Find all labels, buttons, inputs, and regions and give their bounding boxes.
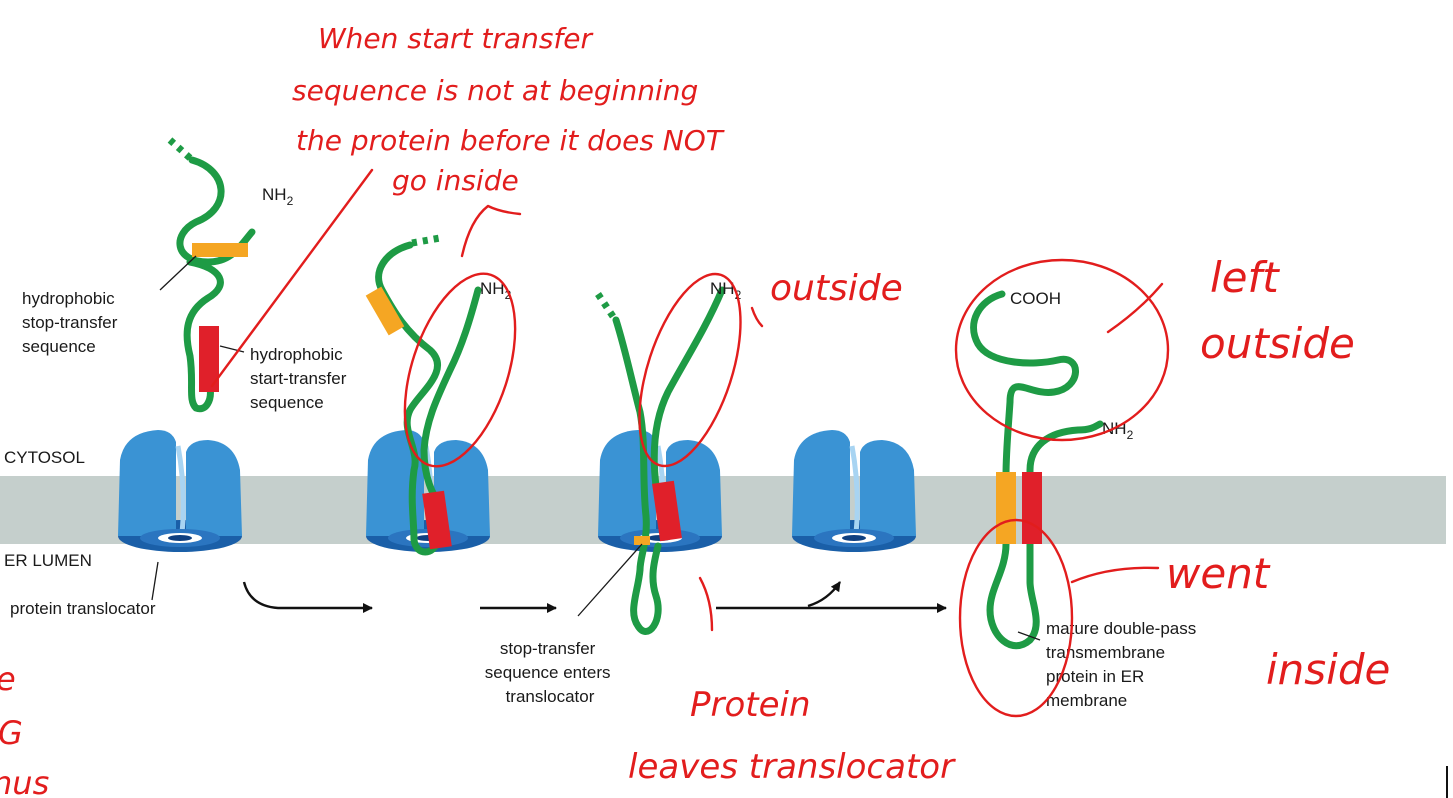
handwritten-left-outside: left outside <box>1200 253 1355 368</box>
translocator-pointer <box>151 561 159 601</box>
annotation-circle-stage-3 <box>638 272 742 468</box>
protein-stage-5-mature <box>970 290 1104 650</box>
protein-stage-2 <box>365 234 482 556</box>
protein-translocator-label: protein translocator <box>10 599 156 618</box>
start-transfer-segment <box>1022 472 1042 544</box>
stop-transfer-pointer <box>159 255 197 291</box>
cooh-label: COOH <box>1010 289 1061 308</box>
handwritten-margin-fragments: e G nus <box>0 660 49 798</box>
stop-transfer-label: hydrophobic stop-transfer sequence <box>22 289 122 356</box>
stop-transfer-enters-label: stop-transfer sequence enters translocat… <box>485 639 615 706</box>
stop-transfer-segment <box>192 243 248 257</box>
stop-transfer-segment <box>634 536 650 545</box>
handwritten-top-note: When start transfer sequence is not at b… <box>292 22 732 197</box>
annotation-circle-stage-2 <box>403 272 517 468</box>
annotation-connector-outside <box>1106 282 1164 334</box>
annotation-tick <box>750 306 764 328</box>
start-transfer-segment <box>199 326 219 392</box>
mature-protein-label: mature double-pass transmembrane protein… <box>1046 619 1201 710</box>
process-arrow-1 <box>242 581 373 613</box>
start-transfer-pointer <box>219 345 245 353</box>
annotation-circle-inside <box>958 518 1074 718</box>
handwritten-went-inside: went inside <box>1166 549 1390 694</box>
nh2-label-stage-1: NH2 <box>262 185 294 208</box>
release-arrow <box>807 581 841 608</box>
annotation-hook <box>460 204 522 258</box>
annotation-stroke <box>698 576 714 632</box>
cytosol-label: CYTOSOL <box>4 448 85 467</box>
protein-stage-1 <box>167 137 256 413</box>
annotation-circle-outside <box>954 258 1170 442</box>
stop-transfer-segment <box>996 472 1016 544</box>
start-transfer-segment <box>422 490 452 550</box>
handwritten-annotations: When start transfer sequence is not at b… <box>0 22 1390 798</box>
mature-pointer <box>1017 631 1041 641</box>
start-transfer-label: hydrophobic start-transfer sequence <box>250 345 351 412</box>
handwritten-outside: outside <box>770 268 903 309</box>
start-transfer-segment <box>652 480 682 542</box>
nh2-label-stage-2: NH2 <box>480 279 512 302</box>
stop-enters-pointer <box>577 543 643 617</box>
handwritten-protein-leaves: Protein leaves translocator <box>628 685 956 787</box>
annotation-connector-inside <box>1070 566 1160 584</box>
annotation-pointer-line <box>210 168 374 388</box>
stop-transfer-segment <box>365 286 405 336</box>
er-lumen-label: ER LUMEN <box>4 551 92 570</box>
